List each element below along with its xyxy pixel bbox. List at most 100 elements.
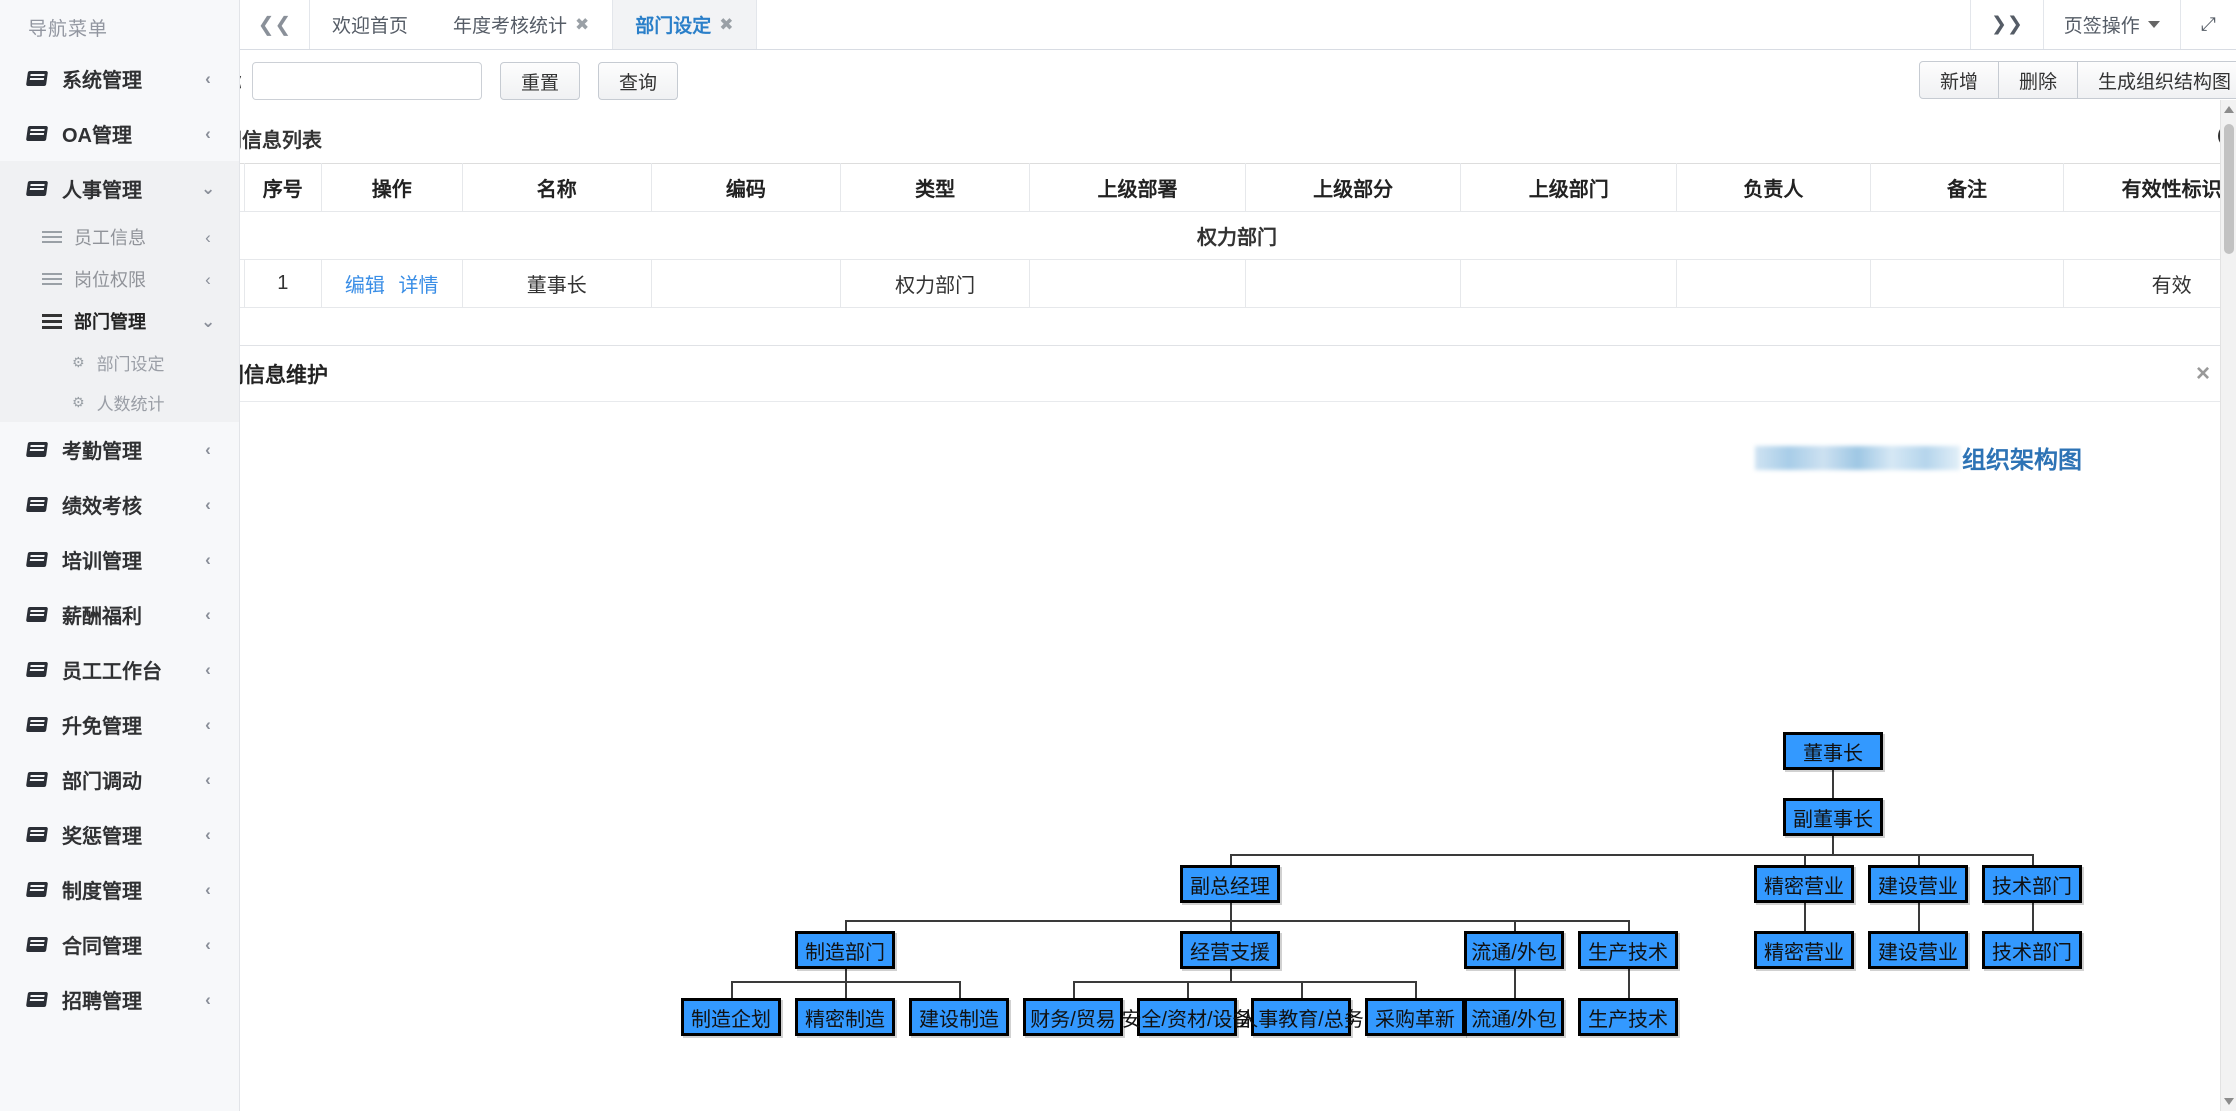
org-node-management-support[interactable]: 经营支援 [1180,931,1280,969]
sidebar-item-label: OA管理 [62,125,132,147]
column-header-parent-part[interactable]: 上级部分 [1244,163,1462,212]
sidebar-item-label: 部门调动 [62,771,142,793]
org-node-production-tech-l5[interactable]: 生产技术 [1578,998,1678,1036]
scroll-up-arrow-icon[interactable] [2224,106,2234,113]
connector-line [1832,836,1834,854]
scrollbar-thumb[interactable] [2224,124,2234,254]
sidebar-item-compensation-benefits[interactable]: 薪酬福利 ‹ [0,587,239,642]
close-icon[interactable]: × [2195,360,2210,387]
table-row[interactable]: 1 编辑 详情 董事长 权力部门 [240,259,2236,308]
sidebar-item-attendance-management[interactable]: 考勤管理 ‹ [0,422,239,477]
sidebar-item-reward-punishment[interactable]: 奖惩管理 ‹ [0,807,239,862]
sidebar-item-label: 制度管理 [62,881,142,903]
sidebar-subitem-label: 员工信息 [74,228,146,248]
sidebar-item-promotion-management[interactable]: 升免管理 ‹ [0,697,239,752]
sidebar-item-label: 升免管理 [62,716,142,738]
sidebar-item-hr-management[interactable]: 人事管理 ⌄ [0,161,239,216]
sidebar-item-department-management[interactable]: 部门管理 ⌄ [0,300,239,342]
org-node-precision-sales-l4[interactable]: 精密营业 [1754,931,1854,969]
tab-annual-review-stats[interactable]: 年度考核统计 ✖ [431,0,612,49]
column-header-parent-deploy[interactable]: 上级部署 [1029,163,1246,212]
org-node-technical-dept-l3[interactable]: 技术部门 [1982,865,2082,903]
org-node-precision-sales-l3[interactable]: 精密营业 [1754,865,1854,903]
search-input[interactable] [252,62,482,100]
detail-link[interactable]: 详情 [398,275,439,297]
add-button[interactable]: 新增 [1918,61,1999,99]
connector-line [1415,981,1417,998]
scroll-down-arrow-icon[interactable] [2224,1098,2234,1105]
generate-org-chart-button[interactable]: 生成组织结构图 [2077,61,2236,99]
scroll-tabs-right-button[interactable]: ❯❯ [1969,0,2043,49]
tab-operations-dropdown[interactable]: 页签操作 [2042,0,2180,49]
chevron-left-icon: ‹ [205,227,211,247]
edit-link[interactable]: 编辑 [344,275,385,297]
org-chart-title: 组织架构图 [1755,440,2082,475]
query-button[interactable]: 查询 [598,62,679,100]
horizontal-scroll-inner: 名称 重置 查询 新增 删除 生成组织结构图 部门信息列表 [240,50,2236,308]
cell-valid-flag: 有效 [2063,259,2236,308]
org-node-logistics-outsourcing-l4[interactable]: 流通/外包 [1464,931,1564,969]
column-header-operation[interactable]: 操作 [320,163,463,212]
book-icon [25,124,49,144]
fullscreen-icon[interactable]: ⤢ [2179,0,2236,49]
sidebar-item-department-transfer[interactable]: 部门调动 ‹ [0,752,239,807]
tab-department-setting[interactable]: 部门设定 ✖ [612,0,757,49]
column-header-name[interactable]: 名称 [461,163,652,212]
org-node-logistics-outsourcing-l5[interactable]: 流通/外包 [1464,998,1564,1036]
sidebar-item-recruitment-management[interactable]: 招聘管理 ‹ [0,972,239,1027]
sidebar-subsubitem-label: 人数统计 [96,394,165,414]
org-node-vice-chairman[interactable]: 副董事长 [1783,798,1883,836]
org-node-procurement-innovation[interactable]: 采购革新 [1365,998,1465,1036]
sidebar-item-system-management[interactable]: 系统管理 ‹ [0,51,239,106]
org-node-deputy-gm[interactable]: 副总经理 [1180,865,1280,903]
sidebar-item-oa-management[interactable]: OA管理 ‹ [0,106,239,161]
sidebar-item-department-setting[interactable]: ⚙ 部门设定 [0,342,239,382]
column-header-index[interactable]: 序号 [243,163,322,212]
column-header-parent-dept[interactable]: 上级部门 [1460,163,1678,212]
sidebar-item-contract-management[interactable]: 合同管理 ‹ [0,917,239,972]
tab-operations-label: 页签操作 [2063,16,2140,37]
sidebar-item-training-management[interactable]: 培训管理 ‹ [0,532,239,587]
column-header-remark[interactable]: 备注 [1869,163,2065,212]
org-node-chairman[interactable]: 董事长 [1783,732,1883,770]
list-panel-header: 部门信息列表 ⌃ [240,112,2236,163]
org-node-construction-sales-l4[interactable]: 建设营业 [1868,931,1968,969]
reset-button[interactable]: 重置 [500,62,581,100]
tab-close-icon[interactable]: ✖ [575,14,590,34]
sidebar-item-headcount-stats[interactable]: ⚙ 人数统计 [0,382,239,422]
column-header-code[interactable]: 编码 [650,163,842,212]
sidebar-item-position-permission[interactable]: 岗位权限 ‹ [0,258,239,300]
org-node-construction-sales-l3[interactable]: 建设营业 [1868,865,1968,903]
tab-welcome-home[interactable]: 欢迎首页 [310,0,431,49]
sidebar-item-policy-management[interactable]: 制度管理 ‹ [0,862,239,917]
connector-line [1628,920,1630,931]
org-node-production-tech-l4[interactable]: 生产技术 [1578,931,1678,969]
org-node-safety-materials-equipment[interactable]: 安全/资材/设备 [1121,998,1253,1036]
org-node-technical-dept-l4[interactable]: 技术部门 [1982,931,2082,969]
cell-operations[interactable]: 编辑 详情 [320,259,463,308]
vertical-scrollbar[interactable] [2220,100,2236,1111]
tab-close-icon[interactable]: ✖ [719,14,734,34]
tab-label: 部门设定 [635,16,712,37]
book-icon [25,179,49,199]
org-node-manufacturing-planning[interactable]: 制造企划 [681,998,781,1036]
org-node-hr-education-general-affairs[interactable]: 人事教育/总务 [1238,998,1364,1036]
scroll-tabs-left-button[interactable]: ❮❮ [240,0,310,49]
chevron-left-icon: ‹ [205,935,211,954]
column-header-type[interactable]: 类型 [840,163,1031,212]
connector-line [1832,770,1834,798]
org-node-finance-trade[interactable]: 财务/贸易 [1023,998,1123,1036]
column-header-valid-flag[interactable]: 有效性标识 [2063,163,2236,212]
book-icon [25,770,49,790]
connector-line [1514,969,1516,998]
org-node-manufacturing-dept[interactable]: 制造部门 [795,931,895,969]
modal-body: 组织架构图 [240,402,2236,1111]
column-header-owner[interactable]: 负责人 [1676,163,1871,212]
sidebar-item-employee-info[interactable]: 员工信息 ‹ [0,216,239,258]
org-node-precision-manufacturing[interactable]: 精密制造 [795,998,895,1036]
sidebar-item-performance-review[interactable]: 绩效考核 ‹ [0,477,239,532]
org-node-construction-manufacturing[interactable]: 建设制造 [909,998,1009,1036]
sidebar-item-employee-workbench[interactable]: 员工工作台 ‹ [0,642,239,697]
delete-button[interactable]: 删除 [1998,61,2078,99]
